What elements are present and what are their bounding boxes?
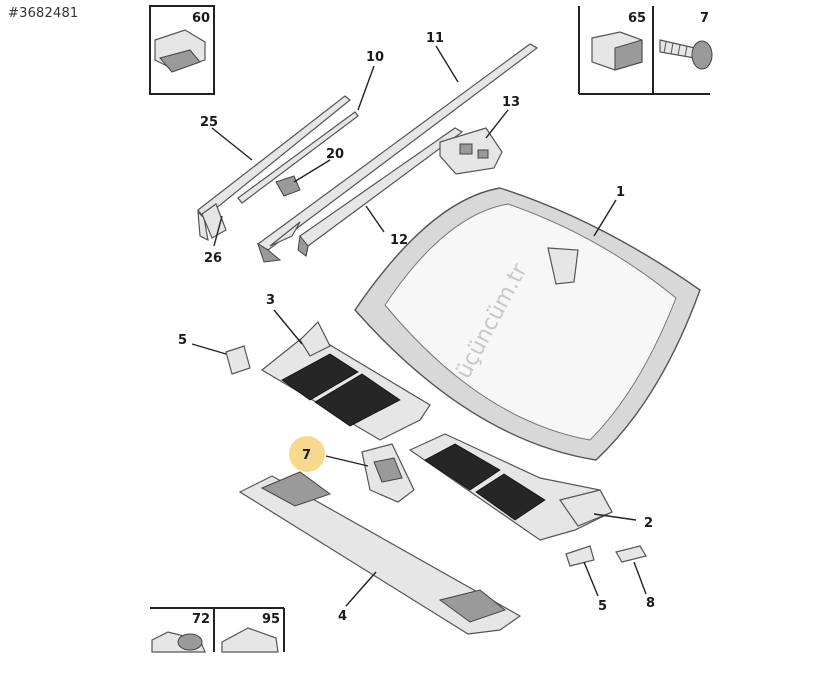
callout-highlight: [289, 436, 325, 472]
part-8-clip: [615, 545, 647, 563]
callout-12: 12: [390, 233, 408, 248]
callout-5-right: 5: [598, 599, 607, 614]
callout-10: 10: [366, 50, 384, 65]
part-1-windscreen: [354, 187, 701, 461]
part-25-strip: [197, 95, 351, 242]
part-20-clip: [275, 175, 301, 197]
callout-13: 13: [502, 95, 520, 110]
part-13-bracket: [439, 127, 503, 175]
leader-lines: [191, 45, 647, 607]
reference-number: #3682481: [8, 6, 79, 21]
inset-65: 65 7: [578, 6, 713, 95]
inset-label-95: 95: [262, 612, 280, 627]
callout-3: 3: [266, 293, 275, 308]
part-3-cowl-left: [260, 320, 431, 441]
callout-20: 20: [326, 147, 344, 162]
inset-60: 60: [149, 5, 215, 95]
inset-72: 72 95: [150, 607, 285, 653]
callout-7: 7: [302, 448, 311, 463]
part-12-trim: [297, 127, 464, 257]
part-11-pillar-trim: [256, 43, 539, 263]
callout-25: 25: [200, 115, 218, 130]
part-10-strip: [237, 111, 359, 204]
callout-26: 26: [204, 251, 222, 266]
clip-base-icon: [159, 49, 201, 73]
callout-5-left: 5: [178, 333, 187, 348]
part-5-clip-right: [565, 545, 595, 567]
inset-label-65: 65: [628, 11, 646, 26]
callout-4: 4: [338, 609, 347, 624]
inset-label-60: 60: [192, 11, 210, 26]
bracket-icon: [221, 627, 279, 653]
part-2-cowl-right: [408, 433, 613, 541]
part-5-clip-left: [225, 345, 251, 375]
inset-label-72: 72: [192, 612, 210, 627]
part-4-crossmember: [238, 471, 522, 635]
callout-1: 1: [616, 185, 625, 200]
inset-label-7: 7: [700, 11, 709, 26]
callout-2: 2: [644, 516, 653, 531]
screw-icon: [659, 39, 713, 70]
callout-8: 8: [646, 596, 655, 611]
callout-11: 11: [426, 31, 444, 46]
part-7-bracket: [361, 443, 415, 503]
